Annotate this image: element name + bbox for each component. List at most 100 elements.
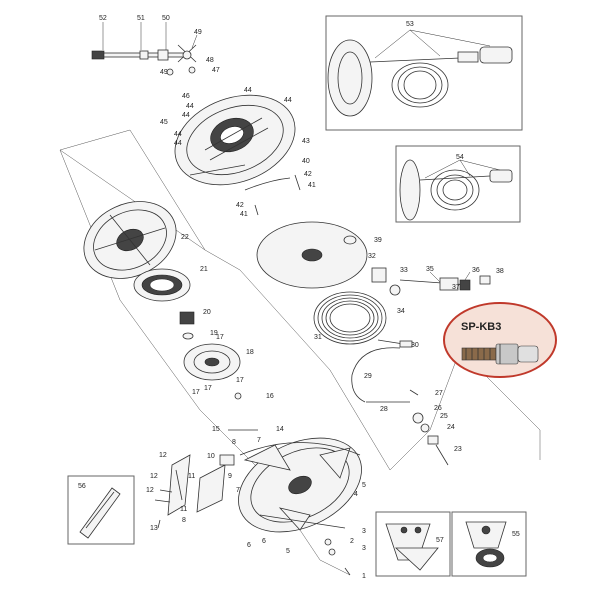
part-number-23: 23 xyxy=(454,446,462,453)
part-number-26: 26 xyxy=(434,405,442,412)
gear-18 xyxy=(183,343,241,381)
part-number-6: 6 xyxy=(262,538,266,545)
part-number-14: 14 xyxy=(276,426,284,433)
part-number-55: 55 xyxy=(512,531,520,538)
part-number-29: 29 xyxy=(364,373,372,380)
part-number-39: 39 xyxy=(374,237,382,244)
bottom-bolts xyxy=(324,538,351,576)
part-number-50: 50 xyxy=(162,15,170,22)
part-number-15: 15 xyxy=(212,426,220,433)
part-number-30: 30 xyxy=(411,342,419,349)
part-number-48: 48 xyxy=(206,57,214,64)
part-number-37: 37 xyxy=(452,284,460,291)
part-number-8: 8 xyxy=(182,517,186,524)
bolts-13-16 xyxy=(157,392,258,529)
part-number-27: 27 xyxy=(435,390,443,397)
guide-outline xyxy=(129,129,541,471)
part-number-33: 33 xyxy=(400,267,408,274)
part-number-25: 25 xyxy=(440,413,448,420)
part-number-44: 44 xyxy=(244,87,252,94)
part-number-44: 44 xyxy=(186,103,194,110)
nozzle-chain xyxy=(412,412,449,466)
part-number-16: 16 xyxy=(266,393,274,400)
fittings-32-38 xyxy=(371,267,491,296)
part-number-53: 53 xyxy=(406,21,414,28)
part-number-labels: 1233455667788910111112121213141516171717… xyxy=(78,15,520,580)
part-number-41: 41 xyxy=(240,211,248,218)
part-number-12: 12 xyxy=(146,487,154,494)
part-number-42: 42 xyxy=(304,171,312,178)
part-number-3: 3 xyxy=(362,528,366,535)
part-number-18: 18 xyxy=(246,349,254,356)
part-number-7: 7 xyxy=(257,437,261,444)
inset-55 xyxy=(451,511,527,577)
sp-kb3-part xyxy=(461,343,539,365)
bracket-9-12 xyxy=(154,454,235,516)
part-number-32: 32 xyxy=(368,253,376,260)
guide-line xyxy=(59,149,206,251)
part-number-11: 11 xyxy=(188,473,195,480)
part-number-6: 6 xyxy=(247,542,251,549)
part-number-44: 44 xyxy=(174,131,182,138)
part-number-8: 8 xyxy=(232,439,236,446)
part-number-38: 38 xyxy=(496,268,504,275)
part-number-51: 51 xyxy=(137,15,145,22)
part-number-35: 35 xyxy=(426,266,434,273)
part-number-5: 5 xyxy=(362,482,366,489)
spring-washer xyxy=(179,311,195,340)
part-number-31: 31 xyxy=(314,334,322,341)
part-number-42: 42 xyxy=(236,202,244,209)
part-number-12: 12 xyxy=(159,452,167,459)
part-number-44: 44 xyxy=(284,97,292,104)
part-number-24: 24 xyxy=(447,424,455,431)
part-number-19: 19 xyxy=(210,330,218,337)
part-number-7: 7 xyxy=(236,487,240,494)
rod-assembly xyxy=(91,22,187,61)
part-number-49: 49 xyxy=(194,29,202,36)
inset-57 xyxy=(375,511,451,577)
part-number-41: 41 xyxy=(308,182,316,189)
part-number-13: 13 xyxy=(150,525,158,532)
part-number-44: 44 xyxy=(174,140,182,147)
part-number-46: 46 xyxy=(182,93,190,100)
part-number-11: 11 xyxy=(180,506,187,513)
drum-22 xyxy=(83,201,177,279)
part-number-17: 17 xyxy=(236,377,244,384)
part-number-54: 54 xyxy=(456,154,464,161)
hose-coil-31 xyxy=(313,291,413,348)
ring-21 xyxy=(133,268,191,302)
part-number-17: 17 xyxy=(192,389,200,396)
part-number-21: 21 xyxy=(200,266,208,273)
inset-56 xyxy=(67,475,135,545)
part-number-3: 3 xyxy=(362,545,366,552)
bolt-cluster xyxy=(166,34,198,76)
front-housing xyxy=(238,437,362,533)
part-number-43: 43 xyxy=(302,138,310,145)
disc-39 xyxy=(256,221,368,289)
part-number-57: 57 xyxy=(436,537,444,544)
sp-kb3-label: SP-KB3 xyxy=(461,321,501,333)
fitting-28 xyxy=(366,389,419,403)
part-number-52: 52 xyxy=(99,15,107,22)
part-number-5: 5 xyxy=(286,548,290,555)
part-number-49: 49 xyxy=(160,69,168,76)
part-number-40: 40 xyxy=(302,158,310,165)
part-number-34: 34 xyxy=(397,308,405,315)
part-number-2: 2 xyxy=(350,538,354,545)
part-number-9: 9 xyxy=(228,473,232,480)
part-number-36: 36 xyxy=(472,267,480,274)
part-number-47: 47 xyxy=(212,67,220,74)
bracket-parts xyxy=(244,174,301,216)
part-number-45: 45 xyxy=(160,119,168,126)
part-number-17: 17 xyxy=(204,385,212,392)
part-number-20: 20 xyxy=(203,309,211,316)
sp-kb3-callout[interactable]: SP-KB3 xyxy=(443,302,557,378)
hose-29 xyxy=(351,347,401,403)
part-number-4: 4 xyxy=(354,491,358,498)
part-number-22: 22 xyxy=(181,234,189,241)
inset-54 xyxy=(395,145,521,223)
part-number-28: 28 xyxy=(380,406,388,413)
part-number-12: 12 xyxy=(150,473,158,480)
